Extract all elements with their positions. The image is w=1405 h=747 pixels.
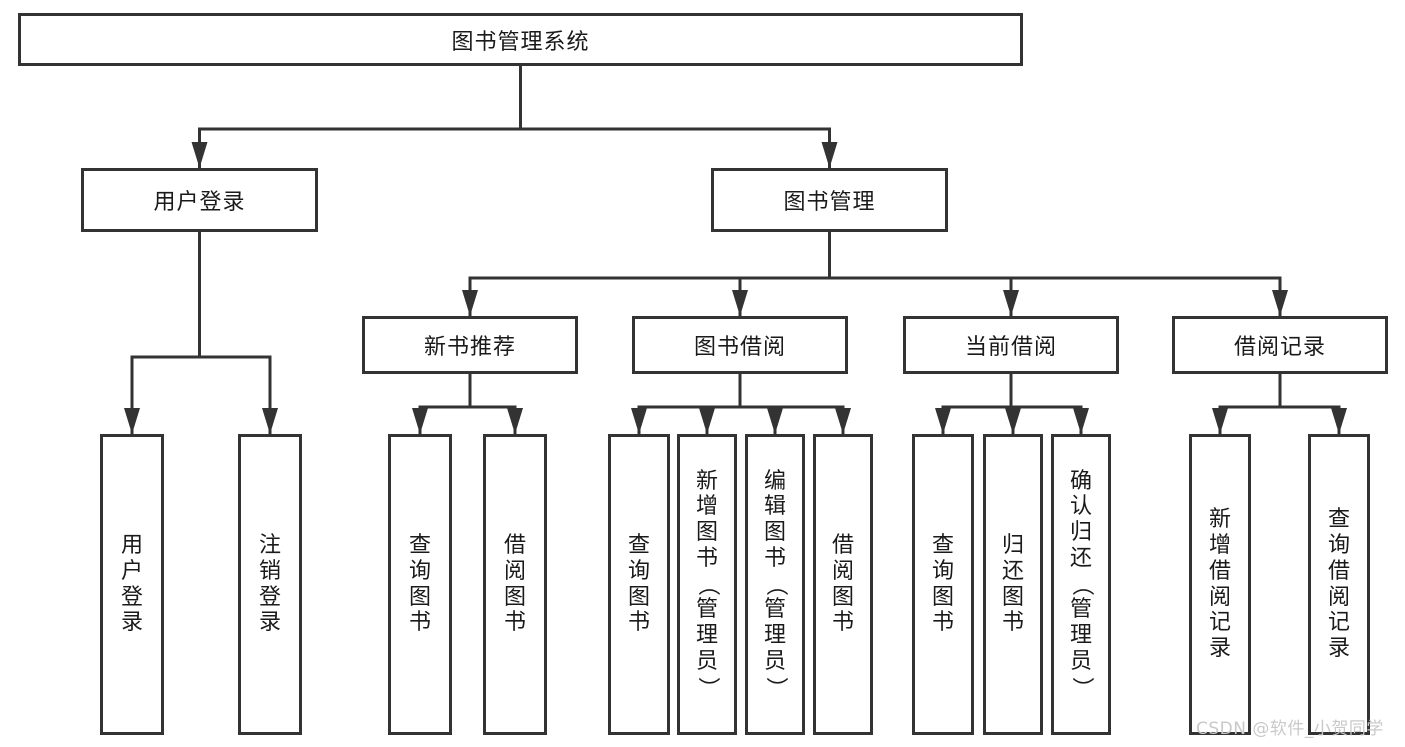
edge-arrowhead — [699, 408, 715, 434]
edge-arrowhead — [262, 408, 278, 434]
edge-arrowhead — [1272, 290, 1288, 316]
edge-arrowhead — [732, 290, 748, 316]
edge-arrowhead — [1212, 408, 1228, 434]
edge-arrowhead — [462, 290, 478, 316]
node-box-l-rec-borrow[interactable] — [483, 434, 547, 735]
edge-arrowhead — [1003, 290, 1019, 316]
node-box-l-rec-query[interactable] — [388, 434, 452, 735]
node-box-l-bb-query[interactable] — [608, 434, 670, 735]
edge-arrowhead — [835, 408, 851, 434]
edge-arrowhead — [631, 408, 647, 434]
node-box-layer — [18, 13, 1388, 735]
edge-arrowhead — [935, 408, 951, 434]
node-box-n-user-login[interactable] — [81, 168, 318, 232]
node-box-l-bb-borrow[interactable] — [813, 434, 873, 735]
edge-arrowhead — [821, 142, 838, 168]
node-box-l-user-login[interactable] — [100, 434, 164, 735]
edge-arrowhead — [124, 408, 140, 434]
node-box-n-new-book-rec[interactable] — [362, 316, 578, 374]
node-box-l-cb-return[interactable] — [983, 434, 1043, 735]
edge-arrowhead — [1073, 408, 1089, 434]
node-box-n-book-borrow[interactable] — [632, 316, 848, 374]
edge-arrowhead — [1005, 408, 1021, 434]
node-box-l-br-add[interactable] — [1189, 434, 1251, 735]
edge-arrowhead — [767, 408, 783, 434]
node-box-l-user-logout[interactable] — [238, 434, 302, 735]
node-box-l-cb-query[interactable] — [912, 434, 974, 735]
edge-arrowhead — [1331, 408, 1347, 434]
node-box-l-cb-confirm[interactable] — [1051, 434, 1111, 735]
node-box-l-bb-add[interactable] — [677, 434, 737, 735]
edge-arrowhead — [191, 142, 208, 168]
node-box-root[interactable] — [18, 13, 1023, 66]
node-box-l-bb-edit[interactable] — [745, 434, 805, 735]
edge-arrowhead — [507, 408, 523, 434]
edge-arrowhead — [412, 408, 428, 434]
node-box-n-book-mgmt[interactable] — [711, 168, 948, 232]
watermark-text: CSDN @软件_小贺同学 — [1196, 719, 1384, 739]
node-box-n-current-borrow[interactable] — [903, 316, 1119, 374]
connector-layer — [124, 64, 1347, 436]
node-box-n-borrow-record[interactable] — [1172, 316, 1388, 374]
node-box-l-br-query[interactable] — [1308, 434, 1370, 735]
